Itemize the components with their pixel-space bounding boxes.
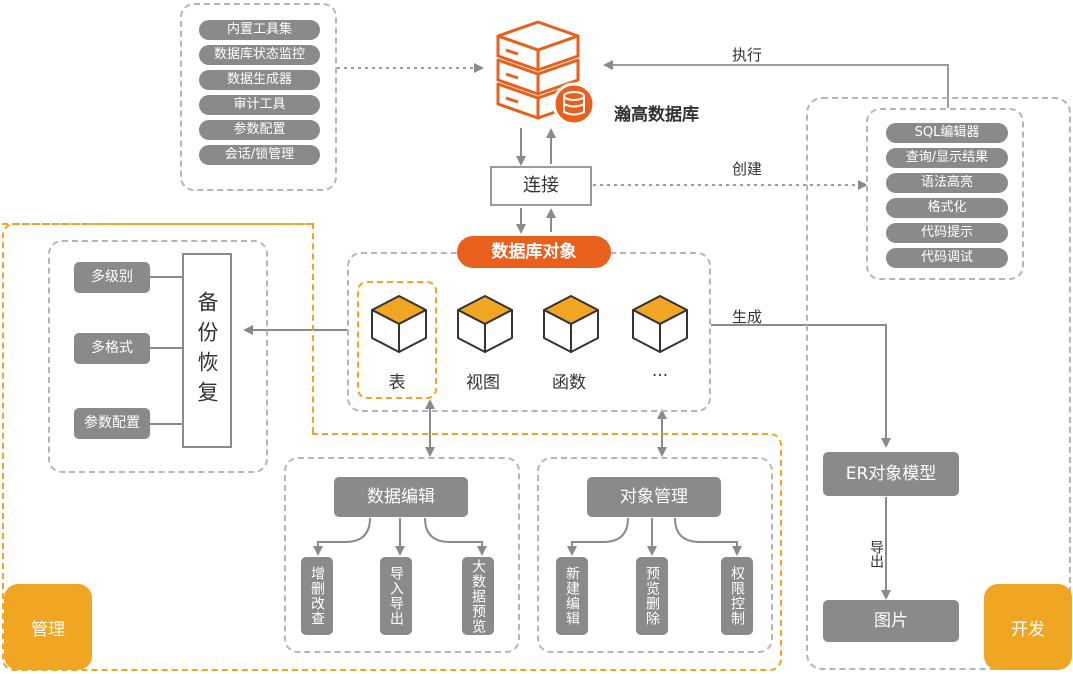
- backup-option-params[interactable]: 参数配置: [74, 408, 150, 439]
- backup-option-levels[interactable]: 多级别: [74, 262, 150, 293]
- object-mgmt-permissions[interactable]: 权限控制: [721, 557, 753, 635]
- backup-restore-box[interactable]: 备份恢复: [182, 253, 232, 448]
- object-table-label[interactable]: 表: [388, 373, 406, 393]
- object-view-label[interactable]: 视图: [466, 373, 500, 393]
- object-mgmt-new-edit[interactable]: 新建编辑: [556, 557, 588, 635]
- object-mgmt-box[interactable]: 对象管理: [587, 477, 721, 517]
- tool-item[interactable]: 数据库状态监控: [199, 45, 320, 65]
- tool-item[interactable]: 参数配置: [199, 120, 320, 140]
- database-name: 瀚高数据库: [614, 105, 699, 125]
- data-edit-bigdata-preview[interactable]: 大数据预览: [462, 557, 494, 635]
- sql-item[interactable]: 代码调试: [886, 248, 1008, 268]
- object-mgmt-preview-delete[interactable]: 预览删除: [636, 557, 668, 635]
- data-edit-import-export[interactable]: 导入导出: [380, 557, 412, 635]
- er-model-box[interactable]: ER对象模型: [823, 452, 959, 496]
- manage-region-right: [312, 433, 782, 671]
- data-edit-box[interactable]: 数据编辑: [334, 477, 468, 517]
- sql-item[interactable]: 代码提示: [886, 223, 1008, 243]
- table-cube-icon: [371, 295, 427, 353]
- database-server-icon: [496, 20, 596, 126]
- manage-region-divider: [312, 223, 314, 433]
- table-highlight: [357, 281, 437, 399]
- sql-item[interactable]: 查询/显示结果: [886, 148, 1008, 168]
- manage-badge: 管理: [4, 584, 92, 670]
- create-label: 创建: [732, 160, 763, 178]
- tools-group: [180, 3, 337, 191]
- tool-item[interactable]: 数据生成器: [199, 70, 320, 90]
- function-cube-icon: [543, 295, 599, 353]
- sql-item[interactable]: SQL编辑器: [886, 123, 1008, 143]
- tool-item[interactable]: 会话/锁管理: [199, 145, 320, 165]
- sql-item[interactable]: 格式化: [886, 198, 1008, 218]
- sql-item[interactable]: 语法高亮: [886, 173, 1008, 193]
- object-more-label[interactable]: ···: [651, 366, 669, 386]
- object-function-label[interactable]: 函数: [552, 373, 586, 393]
- db-objects-title: 数据库对象: [457, 236, 611, 268]
- tool-item[interactable]: 内置工具集: [199, 20, 320, 40]
- backup-group: [48, 240, 268, 473]
- more-cube-icon: [632, 295, 688, 353]
- data-edit-crud[interactable]: 增删改查: [301, 557, 333, 635]
- generate-label: 生成: [732, 308, 763, 326]
- tool-item[interactable]: 审计工具: [199, 95, 320, 115]
- connect-box[interactable]: 连接: [490, 166, 592, 206]
- export-label: 导出: [868, 540, 884, 568]
- picture-box[interactable]: 图片: [823, 600, 959, 642]
- develop-badge: 开发: [984, 584, 1072, 670]
- backup-option-formats[interactable]: 多格式: [74, 333, 150, 364]
- develop-region: [806, 97, 1071, 670]
- execute-label: 执行: [732, 46, 763, 64]
- manage-top-edge: [2, 223, 314, 225]
- object-mgmt-group: [537, 457, 773, 653]
- data-edit-group: [284, 457, 520, 653]
- view-cube-icon: [457, 295, 513, 353]
